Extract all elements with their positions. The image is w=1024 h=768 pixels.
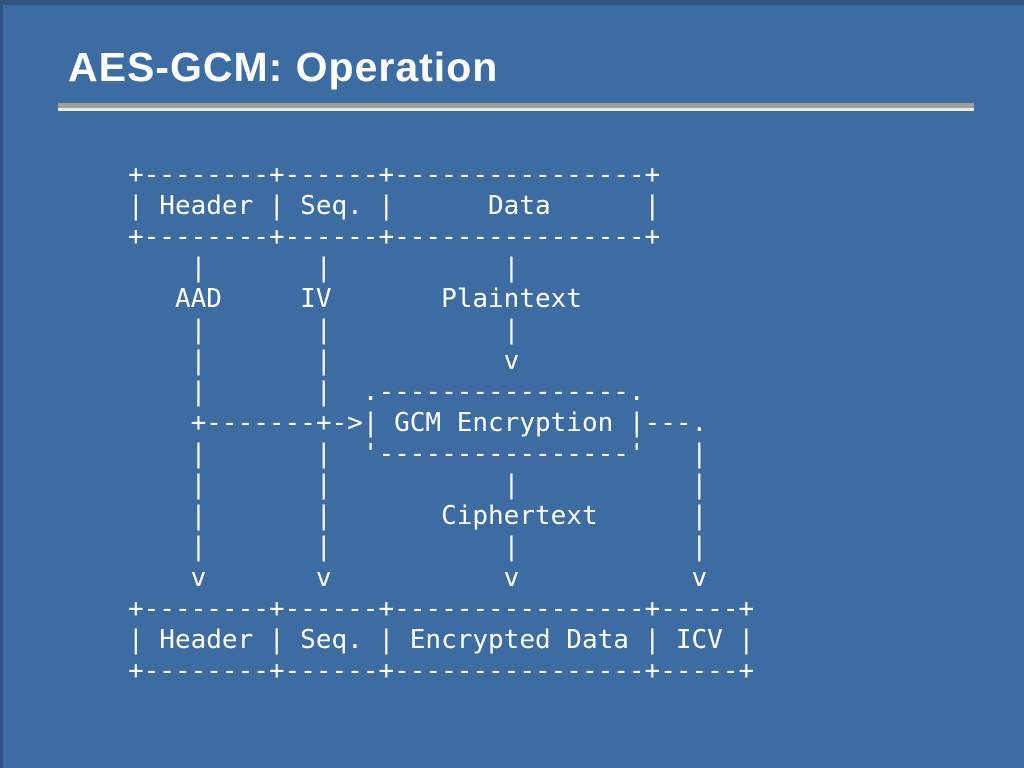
slide-title: AES-GCM: Operation xyxy=(68,44,499,90)
title-underline-highlight-bar xyxy=(58,108,974,111)
ascii-flow-diagram: +--------+------+----------------+ | Hea… xyxy=(128,160,755,686)
title-underline-gray-bar xyxy=(58,103,974,108)
slide-edge-top xyxy=(0,0,1024,5)
title-underline xyxy=(58,103,974,111)
slide-edge-left xyxy=(0,0,3,768)
